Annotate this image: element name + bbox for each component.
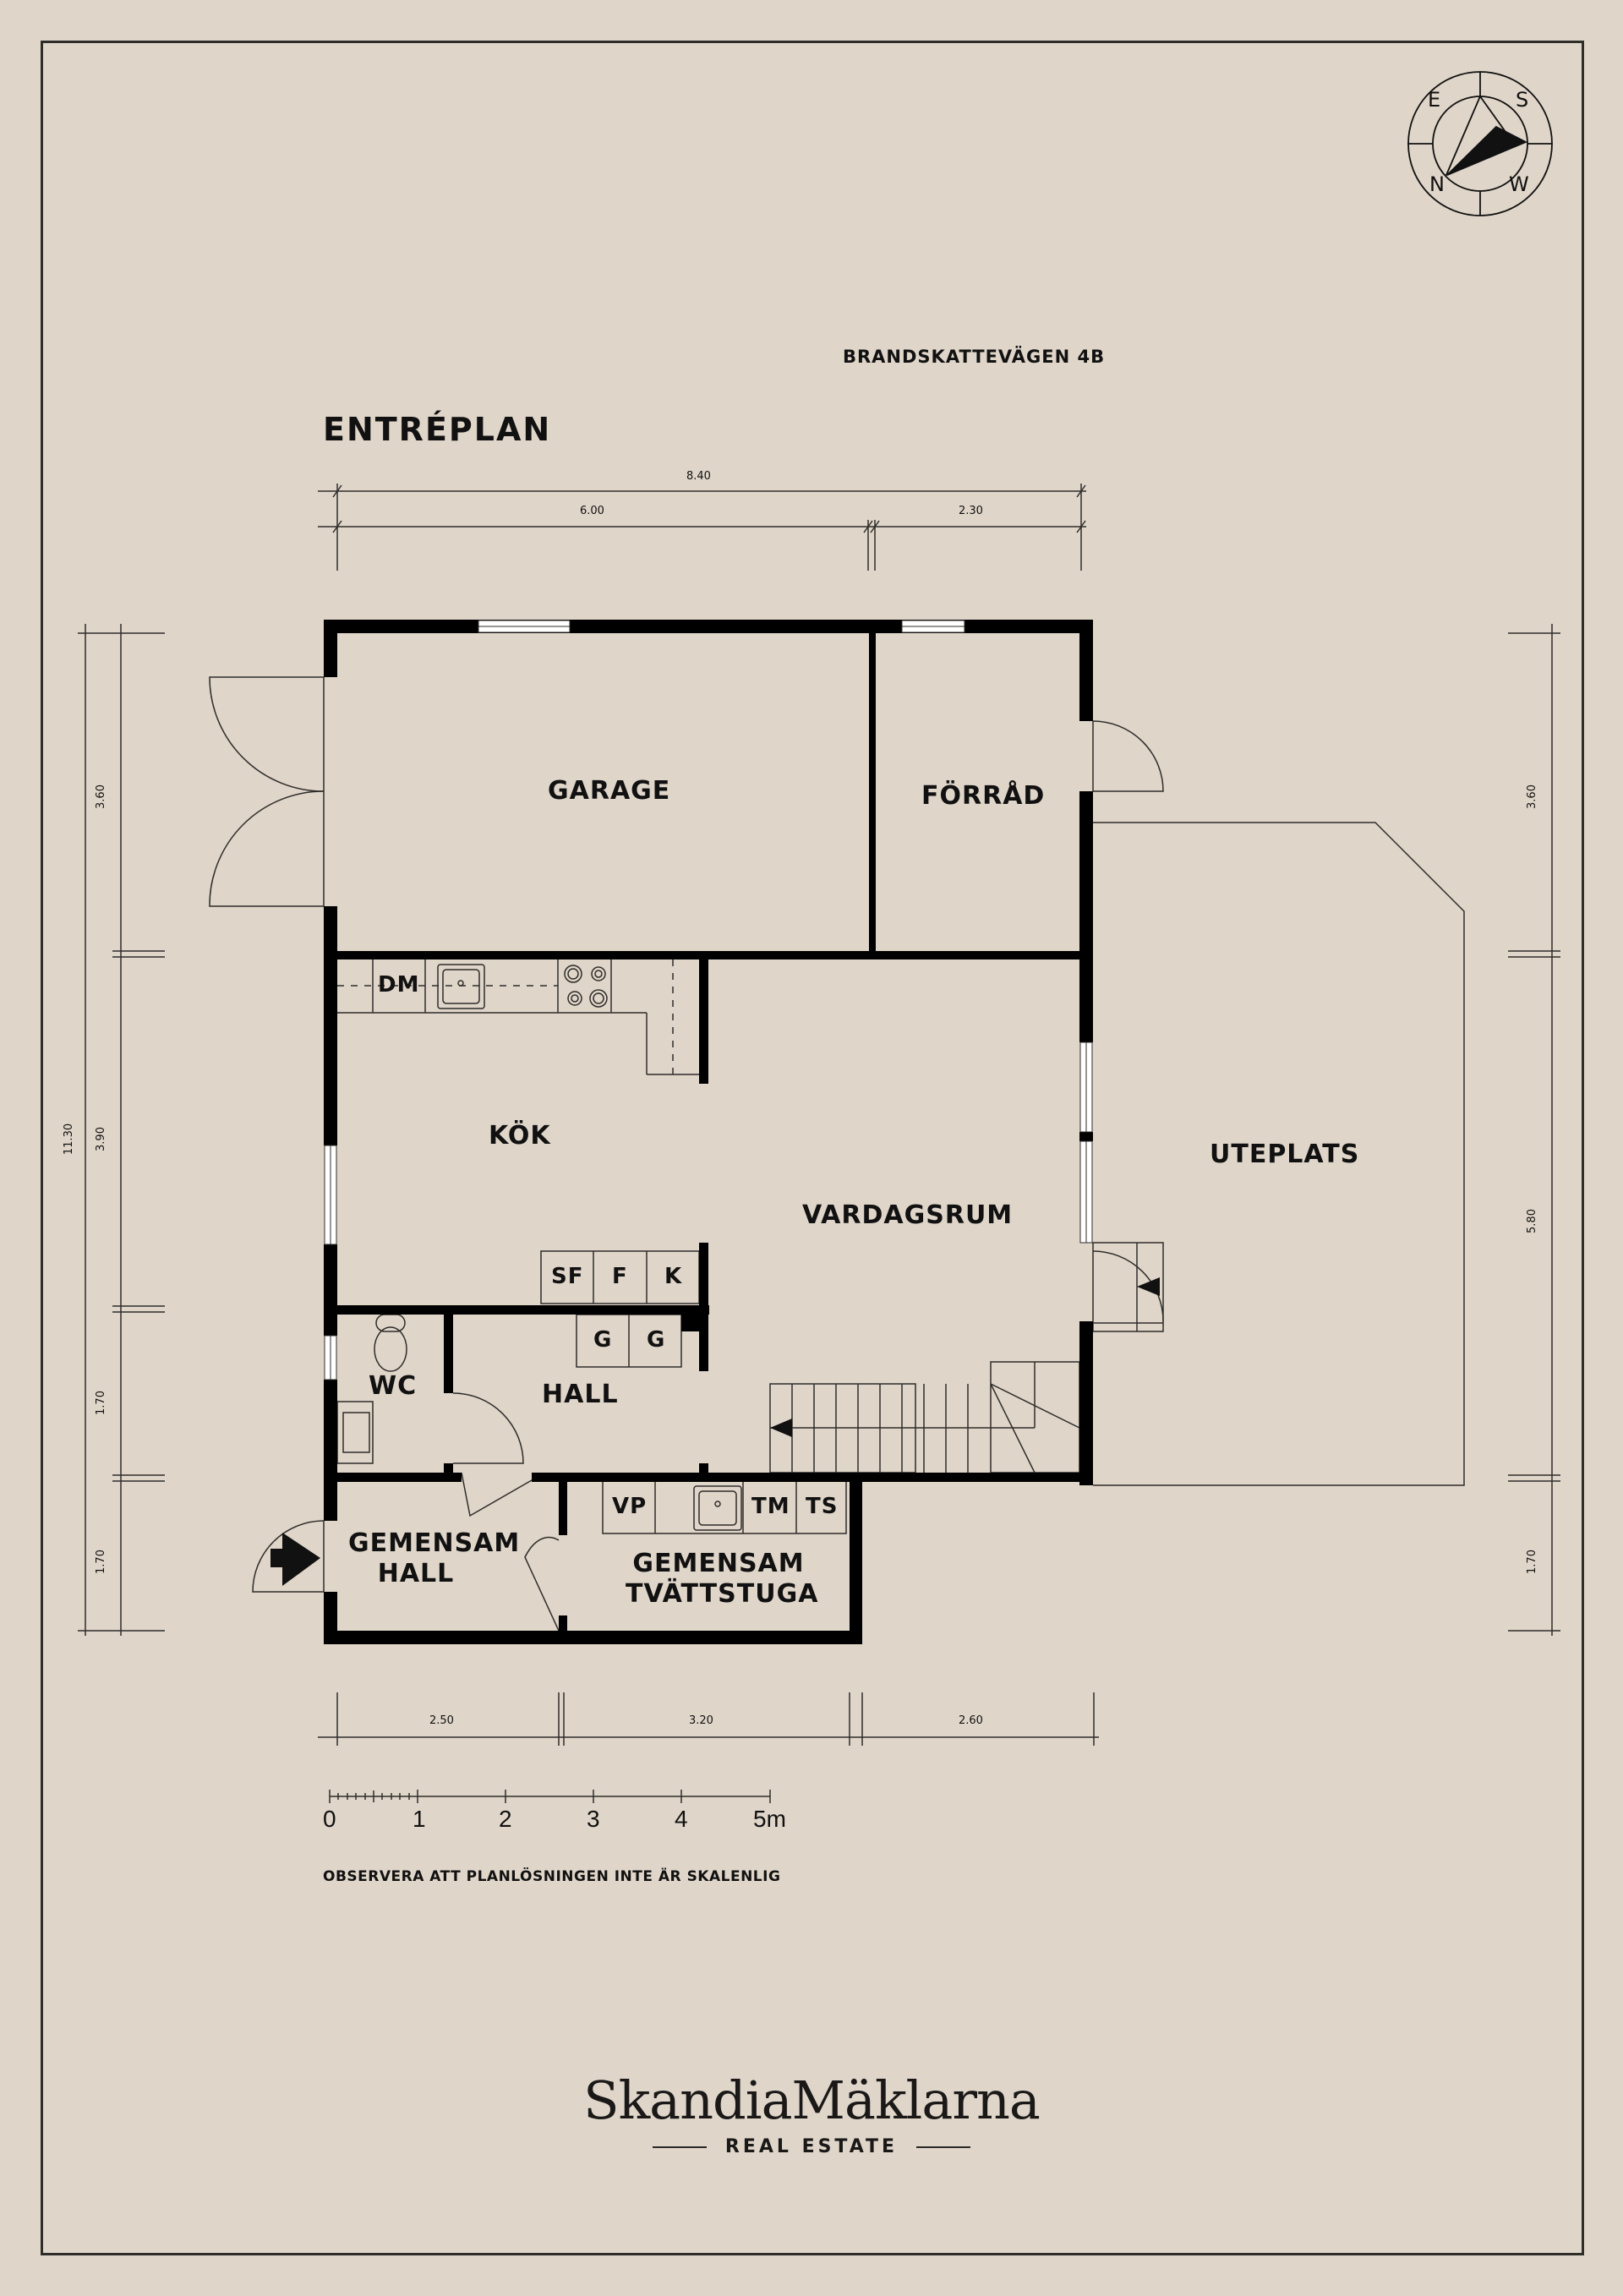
scale-disclaimer: OBSERVERA ATT PLANLÖSNINGEN INTE ÄR SKAL… xyxy=(323,1868,781,1885)
brand-name: SkandiaMäklarna xyxy=(583,2069,1041,2131)
dim-right-1: 3.60 xyxy=(1525,784,1538,809)
dim-right-3: 1.70 xyxy=(1525,1550,1538,1574)
dim-left-2: 3.90 xyxy=(94,1127,107,1151)
wc-fixtures xyxy=(336,1314,407,1464)
dim-left-total: 11.30 xyxy=(63,1123,76,1156)
bottom-dimensions xyxy=(318,1692,1099,1746)
fixture-water-heater: VP xyxy=(612,1494,648,1519)
room-gemensam-hall: GEMENSAM HALL xyxy=(348,1528,521,1589)
brand-tagline: REAL ESTATE xyxy=(724,2136,899,2157)
scale-tick-5: 5m xyxy=(753,1806,786,1832)
compass-label-s: S xyxy=(1516,88,1530,112)
dim-top-right: 2.30 xyxy=(959,505,983,517)
windows xyxy=(324,620,1093,1380)
fixture-wardrobe-1: G xyxy=(593,1327,613,1353)
fixture-dryer: TS xyxy=(806,1494,839,1519)
walls xyxy=(324,620,1093,1644)
room-forrad: FÖRRÅD xyxy=(921,781,1046,811)
left-dimensions xyxy=(78,624,165,1636)
fixture-wardrobe-2: G xyxy=(647,1327,666,1353)
page-frame xyxy=(41,41,1584,2255)
compass-icon xyxy=(1407,71,1553,216)
scale-tick-3: 3 xyxy=(587,1806,600,1832)
brand-logo: SkandiaMäklarna REAL ESTATE xyxy=(0,2069,1623,2157)
brand-tagline-row: REAL ESTATE xyxy=(0,2136,1623,2157)
staircase xyxy=(769,1361,1080,1473)
room-vardagsrum: VARDAGSRUM xyxy=(802,1200,1014,1230)
dim-bottom-3: 2.60 xyxy=(959,1714,983,1727)
stair-direction-arrow-icon xyxy=(770,1419,792,1437)
property-address: BRANDSKATTEVÄGEN 4B xyxy=(843,347,1106,367)
room-wc: WC xyxy=(369,1371,418,1401)
room-hall: HALL xyxy=(542,1380,619,1409)
scale-bar xyxy=(329,1790,771,1803)
fixture-washing-machine: TM xyxy=(751,1494,790,1519)
room-gemensam-tvattstuga: GEMENSAM TVÄTTSTUGA xyxy=(626,1549,819,1610)
room-gemensam-hall-line2: HALL xyxy=(377,1559,455,1588)
tagline-rule-right xyxy=(916,2146,971,2148)
fixture-freezer: SF xyxy=(551,1264,584,1289)
dim-left-3: 1.70 xyxy=(94,1391,107,1415)
top-dimensions xyxy=(318,484,1086,571)
room-uteplats: UTEPLATS xyxy=(1210,1140,1360,1169)
kitchen-counter xyxy=(337,959,699,1075)
uteplats-outline xyxy=(1093,822,1465,1486)
fixture-dishwasher: DM xyxy=(378,972,420,998)
fixture-fridge: F xyxy=(612,1264,628,1289)
patio-entry-arrow-icon xyxy=(1137,1277,1160,1296)
room-garage: GARAGE xyxy=(548,776,671,806)
floor-title: ENTRÉPLAN xyxy=(323,411,552,448)
patio-step xyxy=(1092,1242,1164,1332)
compass-label-n: N xyxy=(1429,172,1445,196)
scale-tick-1: 1 xyxy=(413,1806,426,1832)
dim-bottom-2: 3.20 xyxy=(689,1714,713,1727)
room-tvattstuga-line1: GEMENSAM xyxy=(632,1549,805,1578)
room-tvattstuga-line2: TVÄTTSTUGA xyxy=(626,1579,819,1609)
dim-left-1: 3.60 xyxy=(94,784,107,809)
fixture-refrigerator-k: K xyxy=(664,1264,683,1289)
room-kok: KÖK xyxy=(489,1121,551,1151)
scale-tick-2: 2 xyxy=(499,1806,512,1832)
dim-top-left: 6.00 xyxy=(580,505,604,517)
compass-label-w: W xyxy=(1509,172,1530,196)
doors xyxy=(209,676,1164,1632)
entrance-arrow-icon xyxy=(270,1533,320,1586)
tagline-rule-left xyxy=(652,2146,707,2148)
room-gemensam-hall-line1: GEMENSAM xyxy=(348,1528,521,1558)
dim-left-4: 1.70 xyxy=(94,1550,107,1574)
scale-tick-0: 0 xyxy=(323,1806,336,1832)
dim-top-total: 8.40 xyxy=(686,470,711,483)
scale-tick-4: 4 xyxy=(675,1806,688,1832)
dim-right-2: 5.80 xyxy=(1525,1209,1538,1233)
compass-label-e: E xyxy=(1428,88,1442,112)
dim-bottom-1: 2.50 xyxy=(429,1714,454,1727)
right-dimensions xyxy=(1508,624,1560,1636)
